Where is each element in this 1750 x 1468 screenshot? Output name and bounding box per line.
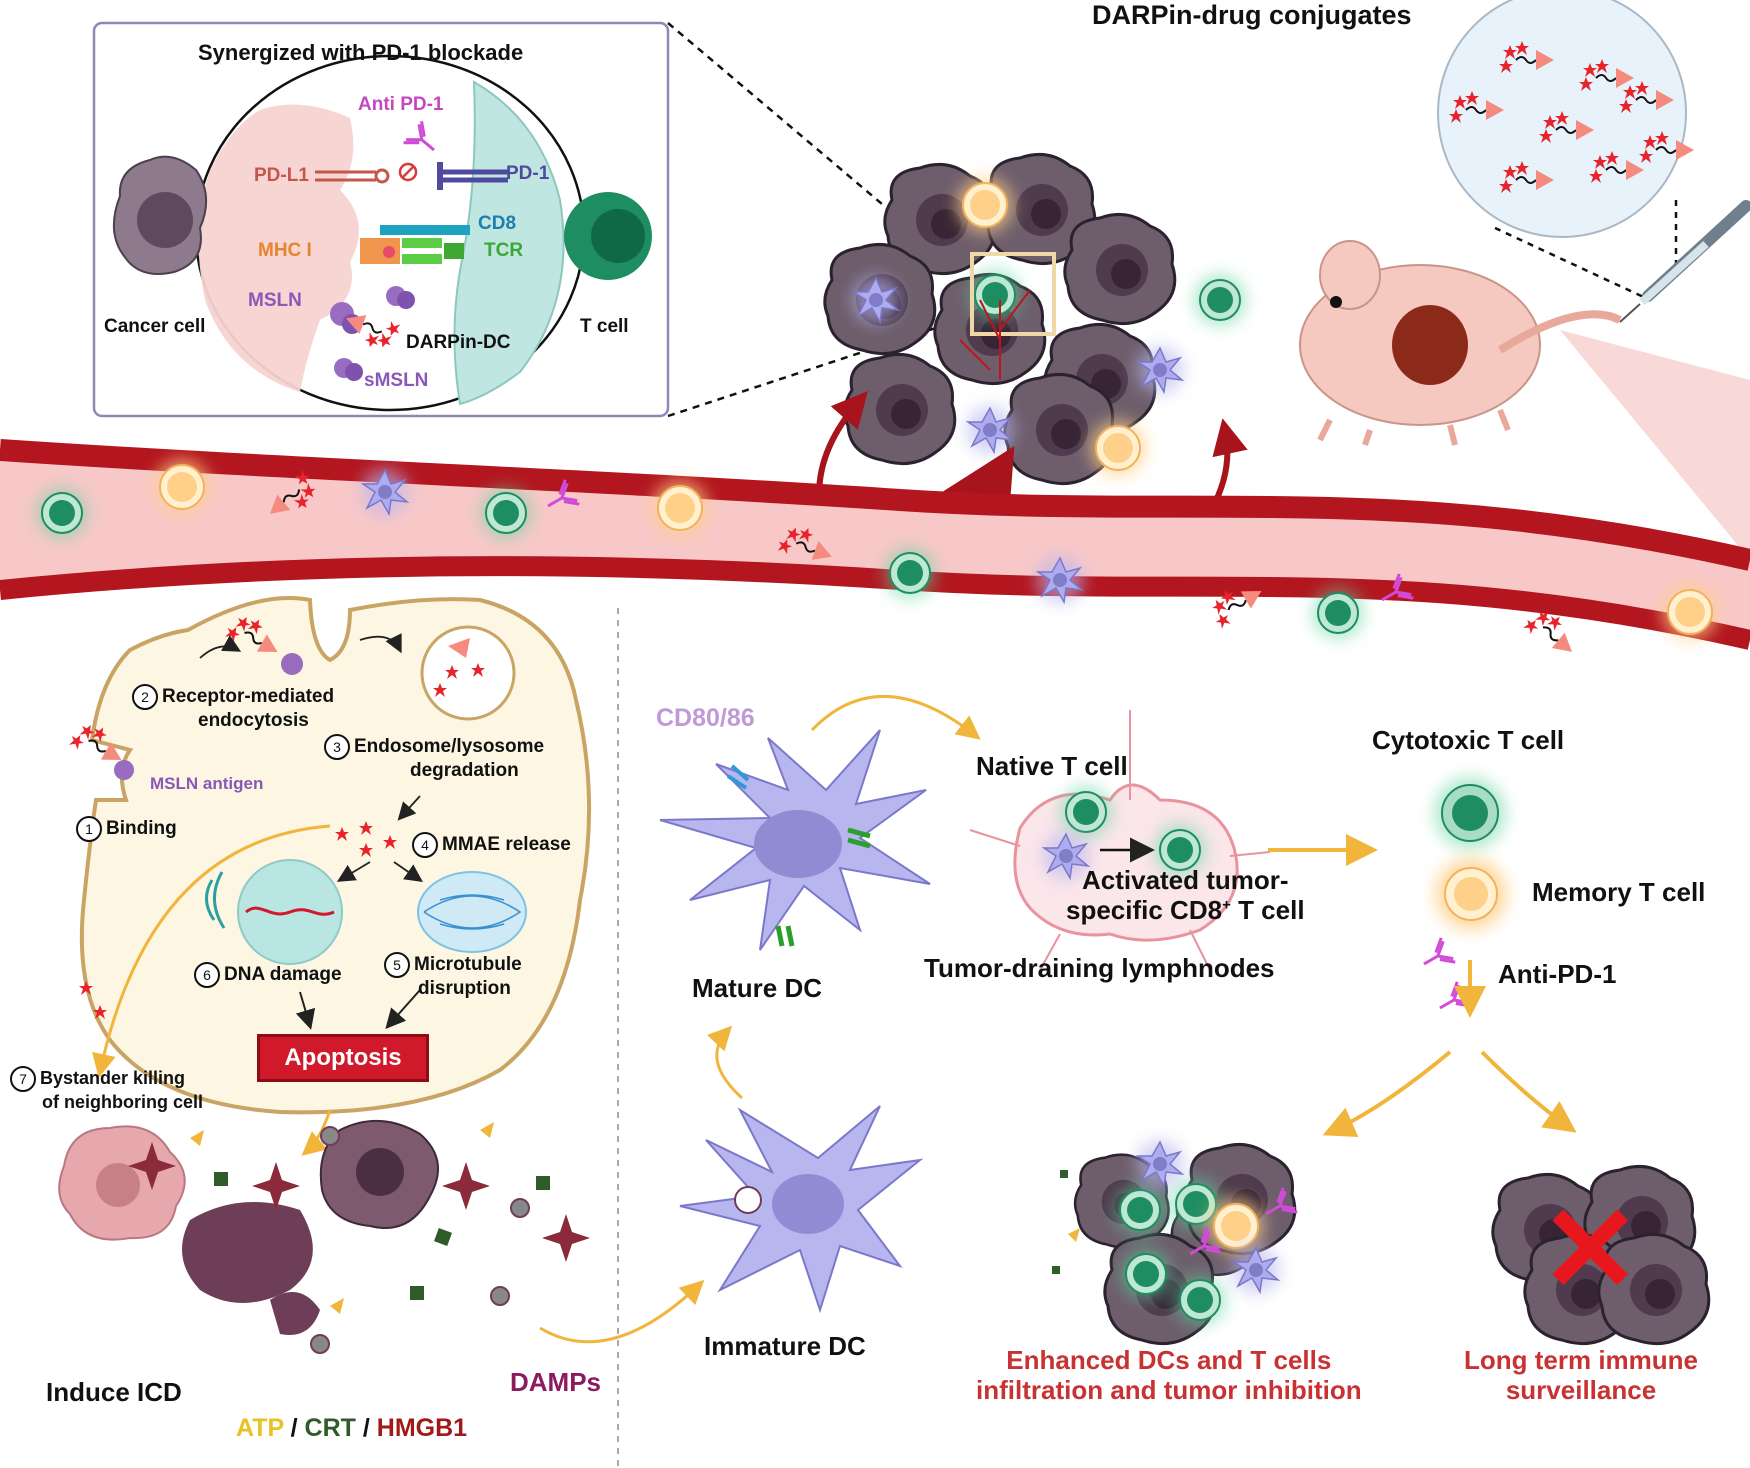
label-darpin-dc: DARPin-DC — [406, 332, 511, 353]
step-degradation-line2: degradation — [410, 760, 519, 781]
label-memory-t-cell: Memory T cell — [1532, 877, 1706, 907]
x-mark-icon: ✕ — [1540, 1183, 1641, 1317]
label-mhc1: MHC I — [258, 240, 312, 261]
step-degradation-line1: Endosome/lysosome — [354, 736, 545, 758]
legend-separator: / — [355, 1414, 377, 1442]
activated-line2-post: T cell — [1230, 894, 1305, 925]
apoptosis-banner: Apoptosis — [257, 1034, 429, 1082]
longterm-line2: surveillance — [1505, 1374, 1657, 1405]
inset-title: Synergized with PD-1 blockade — [198, 40, 524, 65]
label-activated-t-cell: Activated tumor- specific CD8+ T cell — [1066, 865, 1305, 926]
damp-legend: ATP / CRT / HMGB1 — [236, 1414, 467, 1443]
label-cd80-86: CD80/86 — [656, 704, 755, 732]
label-pd1-inset: PD-1 — [506, 163, 550, 184]
label-lymphnodes: Tumor-draining lymphnodes — [924, 953, 1275, 983]
label-smsln: sMSLN — [364, 370, 429, 391]
label-enhanced-infiltration: Enhanced DCs and T cells infiltration an… — [976, 1345, 1362, 1406]
step-microtubule-line1: Microtubule — [414, 954, 522, 976]
step-binding-label: Binding — [106, 818, 177, 840]
step-number: 4 — [412, 832, 438, 858]
longterm-line1: Long term immune — [1464, 1345, 1699, 1375]
label-cytotoxic-t-cell: Cytotoxic T cell — [1372, 725, 1565, 755]
label-pdl1: PD-L1 — [254, 165, 309, 186]
activated-line2-pre: specific CD8 — [1066, 894, 1223, 925]
label-native-t-cell: Native T cell — [976, 751, 1128, 781]
step-number: 2 — [132, 684, 158, 710]
step-bystander-line1: Bystander killing — [40, 1067, 186, 1088]
label-atp: ATP — [236, 1414, 284, 1442]
label-anti-pd1-inset: Anti PD-1 — [358, 94, 444, 115]
step-microtubule-line2: disruption — [418, 978, 511, 999]
legend-separator: / — [283, 1414, 305, 1442]
label-crt: CRT — [304, 1414, 356, 1442]
label-hmgb1: HMGB1 — [376, 1414, 468, 1442]
label-long-term-surveillance: Long term immune surveillance — [1464, 1345, 1699, 1406]
label-immature-dc: Immature DC — [704, 1331, 866, 1361]
step-number: 5 — [384, 952, 410, 978]
label-msln: MSLN — [248, 290, 302, 311]
label-induce-icd: Induce ICD — [46, 1377, 182, 1407]
step-endocytosis-line2: endocytosis — [198, 710, 309, 731]
step-mmae-label: MMAE release — [442, 834, 571, 856]
label-msln-antigen: MSLN antigen — [150, 774, 264, 793]
step-endocytosis-line1: Receptor-mediated — [162, 686, 335, 708]
label-t-cell-inset: T cell — [580, 316, 629, 337]
activated-sup: + — [1222, 896, 1231, 914]
step-dna-damage-label: DNA damage — [224, 964, 342, 986]
label-tcr: TCR — [484, 240, 524, 261]
label-cancer-cell: Cancer cell — [104, 316, 206, 337]
label-mature-dc: Mature DC — [692, 973, 823, 1003]
step-bystander-line2: of neighboring cell — [42, 1092, 203, 1112]
label-anti-pd1: Anti-PD-1 — [1498, 959, 1617, 989]
step-number: 3 — [324, 734, 350, 760]
enhanced-line2: infiltration and tumor inhibition — [976, 1374, 1362, 1405]
step-number: 7 — [10, 1066, 36, 1092]
activated-line1: Activated tumor- — [1081, 865, 1289, 895]
enhanced-line1: Enhanced DCs and T cells — [1006, 1345, 1332, 1375]
step-number: 1 — [76, 816, 102, 842]
label-damps: DAMPs — [510, 1367, 602, 1397]
conjugates-title: DARPin-drug conjugates — [1092, 0, 1412, 30]
step-number: 6 — [194, 962, 220, 988]
label-cd8: CD8 — [478, 213, 517, 234]
